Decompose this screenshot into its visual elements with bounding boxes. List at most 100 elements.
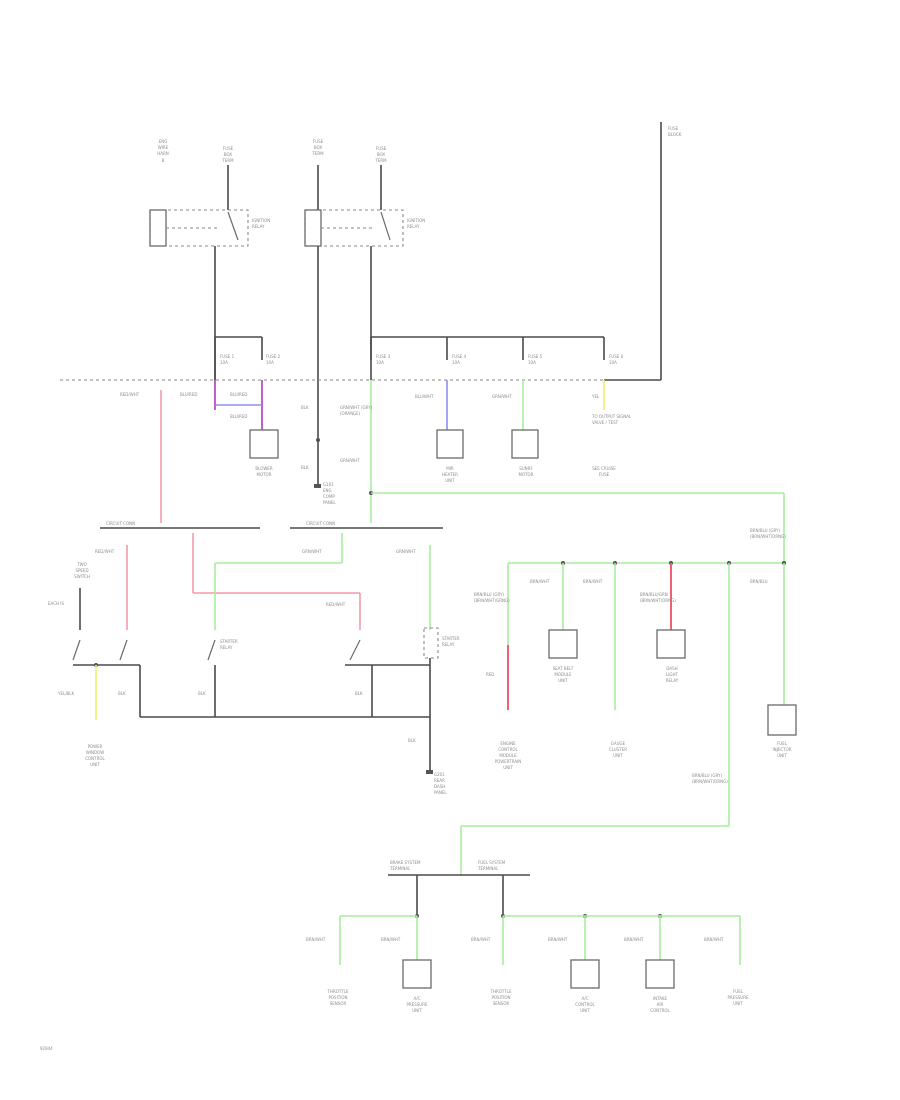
- svg-text:FUSE 2: FUSE 2: [266, 354, 281, 359]
- svg-text:GRN/WHT (GRY): GRN/WHT (GRY): [340, 405, 373, 410]
- svg-text:TERM: TERM: [374, 158, 387, 163]
- svg-text:IGNITION: IGNITION: [407, 218, 425, 223]
- svg-text:BLK: BLK: [301, 405, 309, 410]
- svg-text:SEE CRUISE: SEE CRUISE: [592, 466, 616, 471]
- svg-text:FUSE: FUSE: [668, 126, 679, 131]
- svg-text:RELAY: RELAY: [442, 642, 455, 647]
- svg-text:INTAKE: INTAKE: [653, 996, 668, 1001]
- svg-text:YEL/BLK: YEL/BLK: [57, 691, 75, 696]
- svg-text:RELAY: RELAY: [666, 678, 679, 683]
- svg-text:BLK: BLK: [301, 465, 309, 470]
- circuit-connectors: CIRCUIT CONN CIRCUIT CONN: [100, 521, 443, 529]
- svg-text:SPEED: SPEED: [75, 568, 88, 573]
- svg-text:HARN: HARN: [157, 151, 169, 156]
- svg-text:10A: 10A: [609, 360, 617, 365]
- svg-text:BLOWER: BLOWER: [255, 466, 272, 471]
- svg-text:FUSE 6: FUSE 6: [609, 354, 624, 359]
- svg-text:FUSE: FUSE: [313, 139, 324, 144]
- svg-text:A/C: A/C: [582, 996, 589, 1001]
- svg-text:THROTTLE: THROTTLE: [327, 989, 349, 994]
- svg-text:BRN/BLU (GRY): BRN/BLU (GRY): [692, 773, 722, 778]
- svg-text:STARTER: STARTER: [442, 636, 460, 641]
- svg-text:FUEL: FUEL: [733, 989, 744, 994]
- svg-text:BRN/WHT: BRN/WHT: [624, 937, 644, 942]
- svg-text:CIRCUIT CONN: CIRCUIT CONN: [106, 521, 135, 526]
- svg-text:A/C: A/C: [414, 996, 421, 1001]
- svg-text:FUEL SYSTEM: FUEL SYSTEM: [478, 860, 506, 865]
- svg-text:UNIT: UNIT: [412, 1008, 422, 1013]
- svg-text:(BRN/WHT/GRNG): (BRN/WHT/GRNG): [474, 598, 510, 603]
- svg-text:UNIT: UNIT: [503, 765, 513, 770]
- svg-text:G201: G201: [434, 772, 445, 777]
- svg-text:BRN/BLU: BRN/BLU: [750, 579, 768, 584]
- svg-text:UNIT: UNIT: [558, 678, 568, 683]
- svg-text:BRN/WHT: BRN/WHT: [471, 937, 491, 942]
- ignition-relay-1: ENG WIRE HARN B FUSE BOX TERM IGNITION R…: [149, 139, 270, 380]
- svg-text:DASH: DASH: [434, 784, 445, 789]
- svg-text:RED/WHT: RED/WHT: [95, 549, 115, 554]
- svg-text:FUSE 1: FUSE 1: [220, 354, 235, 359]
- center-switches: RED/WHT GRN/WHT BLK STARTER RELAY BLK GR…: [192, 533, 460, 795]
- svg-text:FUEL: FUEL: [777, 741, 788, 746]
- lower-bus: BRAKE SYSTEM TERMINAL FUEL SYSTEM TERMIN…: [306, 860, 749, 1013]
- svg-text:RED: RED: [486, 672, 494, 677]
- svg-text:(BRN/WHT/ORNG): (BRN/WHT/ORNG): [750, 534, 786, 539]
- svg-text:FUSE 4: FUSE 4: [452, 354, 467, 359]
- svg-text:FUSE 5: FUSE 5: [528, 354, 543, 359]
- svg-text:WINDOW: WINDOW: [86, 750, 104, 755]
- svg-text:BLK: BLK: [408, 738, 416, 743]
- svg-text:UNIT: UNIT: [733, 1001, 743, 1006]
- svg-text:RELAY: RELAY: [220, 645, 233, 650]
- svg-text:UNIT: UNIT: [90, 762, 100, 767]
- svg-text:CONTROL: CONTROL: [650, 1008, 670, 1013]
- svg-text:THROTTLE: THROTTLE: [490, 989, 512, 994]
- svg-text:CONTROL: CONTROL: [498, 747, 518, 752]
- lower-left-switches: RED/WHT TWO SPEED SWITCH EACH IS YEL/BLK…: [48, 545, 430, 767]
- svg-text:10A: 10A: [452, 360, 460, 365]
- svg-text:PANEL: PANEL: [434, 790, 447, 795]
- svg-text:SWITCH: SWITCH: [74, 574, 90, 579]
- svg-text:RED/WHT: RED/WHT: [326, 602, 346, 607]
- svg-text:RELAY: RELAY: [252, 224, 265, 229]
- svg-text:BLOCK: BLOCK: [668, 132, 682, 137]
- svg-text:BRN/WHT: BRN/WHT: [704, 937, 724, 942]
- svg-text:BOX: BOX: [224, 152, 233, 157]
- svg-text:STARTER: STARTER: [220, 639, 238, 644]
- svg-text:BLK: BLK: [355, 691, 363, 696]
- svg-text:POWERTRAIN: POWERTRAIN: [495, 759, 522, 764]
- svg-text:10A: 10A: [220, 360, 228, 365]
- svg-text:UNIT: UNIT: [613, 753, 623, 758]
- page-code: 92844: [40, 1046, 53, 1051]
- right-bus: BRN/BLU (GRY) (BRN/WHT/ORNG) BRN/BLU (GR…: [460, 528, 797, 875]
- svg-text:TERMINAL: TERMINAL: [389, 866, 411, 871]
- svg-text:FUSE 3: FUSE 3: [376, 354, 391, 359]
- center-ground: BLK BLK G101 ENG COMP PANEL: [301, 405, 336, 505]
- svg-text:POSITION: POSITION: [491, 995, 510, 1000]
- svg-text:BLU/RED: BLU/RED: [230, 392, 247, 397]
- middle-branches: GRN/WHT (GRY) (ORANGE) GRN/WHT BLU/WHT M…: [340, 380, 785, 563]
- svg-text:BOX: BOX: [377, 152, 386, 157]
- svg-text:BRN/WHT: BRN/WHT: [381, 937, 401, 942]
- svg-text:COMP: COMP: [323, 494, 335, 499]
- svg-text:MOTOR: MOTOR: [519, 472, 534, 477]
- svg-text:CIRCUIT CONN: CIRCUIT CONN: [306, 521, 335, 526]
- svg-text:G101: G101: [323, 482, 334, 487]
- svg-text:BRN/BLU (GRY): BRN/BLU (GRY): [474, 592, 504, 597]
- svg-text:MOTOR: MOTOR: [257, 472, 272, 477]
- svg-text:REAR: REAR: [434, 778, 445, 783]
- ignition-relay-2: FUSE BOX TERM FUSE BOX TERM IGNITION REL…: [304, 139, 425, 440]
- svg-text:BRN/WHT: BRN/WHT: [530, 579, 550, 584]
- left-circuits: RED/WHT BLU/RED BLU/RED BLU/RED BLOWER M…: [120, 380, 279, 523]
- svg-text:DASH: DASH: [666, 666, 677, 671]
- svg-text:TO OUTPUT SIGNAL: TO OUTPUT SIGNAL: [591, 414, 632, 419]
- svg-text:SUNRF: SUNRF: [519, 466, 533, 471]
- svg-text:CONTROL: CONTROL: [85, 756, 105, 761]
- svg-text:RELAY: RELAY: [407, 224, 420, 229]
- svg-text:BLK: BLK: [198, 691, 206, 696]
- fuse-block-feed: FUSE BLOCK: [660, 122, 682, 380]
- svg-text:POWER: POWER: [88, 744, 103, 749]
- svg-text:BRN/WHT: BRN/WHT: [583, 579, 603, 584]
- svg-text:ENG: ENG: [159, 139, 168, 144]
- svg-text:EACH IS: EACH IS: [48, 601, 64, 606]
